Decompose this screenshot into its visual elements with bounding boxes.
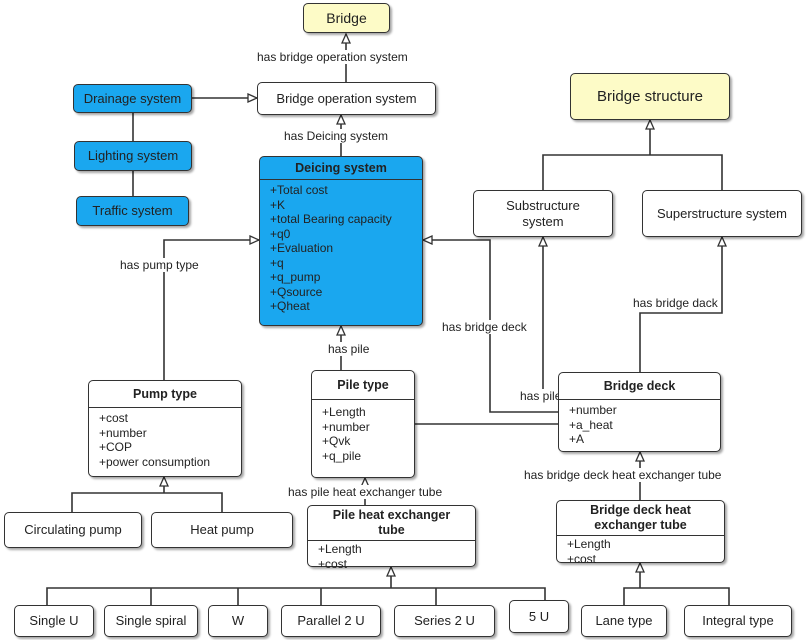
node-drainage-system: Drainage system <box>73 84 192 113</box>
edge-decktypes-join <box>623 587 730 605</box>
class-bridge-deck-title: Bridge deck <box>559 373 720 400</box>
attribute: +Length <box>322 405 366 419</box>
attribute: +number <box>569 403 617 417</box>
node-bridge-operation-system: Bridge operation system <box>257 82 436 115</box>
attribute: +cost <box>567 551 597 566</box>
attribute: +number <box>99 425 147 440</box>
attribute: +COP <box>99 440 133 454</box>
edge-deck-to-superstructure <box>639 235 728 372</box>
class-deicing-system: Deicing system +Total cost +K +total Bea… <box>259 156 423 326</box>
node-single-spiral: Single spiral <box>104 605 198 637</box>
node-lighting-system: Lighting system <box>74 141 192 171</box>
class-pump-type: Pump type +cost +number +COP +power cons… <box>88 380 242 477</box>
attribute: +a_heat <box>569 417 613 432</box>
attribute: +Qsource <box>270 284 323 299</box>
attribute: +K <box>270 197 286 212</box>
node-w: W <box>208 605 268 637</box>
class-pile-type: Pile type +Length +number +Qvk +q_pile <box>311 370 415 478</box>
class-pile-heat-exchanger-tube: Pile heat exchanger tube +Length +cost <box>307 505 476 571</box>
edge-substructure-to-structure <box>542 154 650 190</box>
node-bridge-structure: Bridge structure <box>570 73 730 120</box>
label-has-pump-type: has pump type <box>119 258 200 272</box>
edge-pump-to-deicing <box>163 234 261 380</box>
node-5u: 5 U <box>509 600 569 633</box>
label-has-pile-heat-exchanger-tube: has pile heat exchanger tube <box>287 485 444 499</box>
attribute: +number <box>322 419 370 434</box>
edge-superstructure-to-structure <box>650 154 723 190</box>
label-has-pile-deck: has pile <box>519 389 563 403</box>
attribute: +q_pile <box>322 448 362 463</box>
attribute: +power consumption <box>99 454 211 469</box>
attribute: +q_pump <box>270 270 321 284</box>
node-superstructure-system: Superstructure system <box>642 190 802 237</box>
class-pile-type-title: Pile type <box>312 371 414 400</box>
node-parallel-2u: Parallel 2 U <box>281 605 381 637</box>
class-pile-type-attributes: +Length +number +Qvk +q_pile <box>312 400 414 463</box>
class-pump-type-title: Pump type <box>89 381 241 408</box>
label-has-deicing-system: has Deicing system <box>283 129 390 143</box>
attribute: +Qheat <box>270 299 310 313</box>
attribute: +Evaluation <box>270 241 334 255</box>
attribute: +cost <box>318 556 348 571</box>
node-single-u: Single U <box>14 605 94 637</box>
edge-pumps-join <box>71 492 223 512</box>
attribute: +cost <box>99 411 129 425</box>
class-bridge-deck-heat-exchanger-tube-title: Bridge deck heat exchanger tube <box>557 501 724 536</box>
attribute: +q <box>270 255 284 270</box>
class-bridge-deck-attributes: +number +a_heat +A <box>559 400 720 447</box>
label-has-bridge-operation-system: has bridge operation system <box>256 50 409 64</box>
class-pump-type-attributes: +cost +number +COP +power consumption <box>89 408 241 469</box>
attribute: +Length <box>567 537 611 551</box>
node-traffic-system: Traffic system <box>76 196 189 226</box>
label-has-bridge-deck: has bridge deck <box>441 320 528 334</box>
label-has-pile: has pile <box>327 342 371 356</box>
node-heat-pump: Heat pump <box>151 512 293 548</box>
node-series-2u: Series 2 U <box>394 605 495 637</box>
attribute: +q0 <box>270 226 291 241</box>
label-has-bridge-deck-heat-exchanger-tube: has bridge deck heat exchanger tube <box>523 468 723 482</box>
label-has-bridge-dack: has bridge dack <box>632 296 719 310</box>
node-bridge: Bridge <box>303 3 390 33</box>
attribute: +Length <box>318 542 362 556</box>
attribute: +A <box>569 432 585 446</box>
attribute: +Total cost <box>270 183 328 197</box>
attribute: +total Bearing capacity <box>270 212 392 226</box>
edge-deck-to-substructure <box>537 235 558 401</box>
class-pile-heat-exchanger-tube-attributes: +Length +cost <box>308 541 475 571</box>
node-integral-type: Integral type <box>684 605 792 637</box>
node-substructure-system: Substructure system <box>473 190 613 237</box>
node-circulating-pump: Circulating pump <box>4 512 142 548</box>
class-bridge-deck: Bridge deck +number +a_heat +A <box>558 372 721 452</box>
class-deicing-system-attributes: +Total cost +K +total Bearing capacity +… <box>260 180 422 314</box>
node-lane-type: Lane type <box>581 605 667 637</box>
class-deicing-system-title: Deicing system <box>260 157 422 180</box>
class-bridge-deck-heat-exchanger-tube-attributes: +Length +cost <box>557 536 724 566</box>
attribute: +Qvk <box>322 434 351 448</box>
class-pile-heat-exchanger-tube-title: Pile heat exchanger tube <box>308 506 475 541</box>
class-bridge-deck-heat-exchanger-tube: Bridge deck heat exchanger tube +Length … <box>556 500 725 566</box>
edge-tubes-join <box>46 587 546 605</box>
